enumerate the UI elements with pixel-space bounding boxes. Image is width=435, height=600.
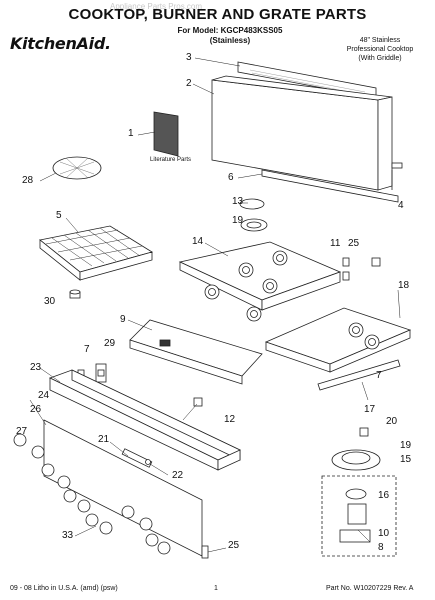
part-knobs (13, 433, 171, 555)
callout-28: 28 (22, 175, 34, 186)
callout-21: 21 (98, 434, 110, 445)
part-burner-cap (239, 198, 265, 210)
callout-19a: 19 (232, 215, 244, 226)
callout-8: 8 (378, 542, 384, 553)
callout-12: 12 (224, 414, 236, 425)
literature-label: Literature Parts (150, 157, 192, 163)
brand-logo: KitchenAid. (10, 34, 111, 53)
product-description: 48" Stainless Professional Cooktop (With… (330, 36, 430, 63)
part-burner-box (178, 241, 342, 322)
model-subline: (Stainless) (209, 36, 251, 45)
footer-litho: 09 - 08 Litho in U.S.A. (amd) (psw) (10, 585, 118, 592)
callout-6: 6 (228, 172, 234, 183)
callout-26: 26 (30, 404, 42, 415)
callout-27: 27 (16, 426, 28, 437)
callout-25a: 25 (348, 238, 360, 249)
callout-4: 4 (398, 200, 404, 211)
desc-line-2: Professional Cooktop (346, 46, 414, 53)
model-line: For Model: KGCP483KSS05 (177, 26, 283, 35)
part-screw-11 (342, 257, 350, 281)
callout-18: 18 (398, 280, 410, 291)
callout-3: 3 (186, 52, 192, 63)
part-bracket-29 (95, 363, 107, 383)
footer-part-number: Part No. W10207229 Rev. A (326, 585, 414, 592)
callout-9: 9 (120, 314, 126, 325)
part-screw-20 (359, 427, 369, 437)
callout-15: 15 (400, 454, 412, 465)
model-info: For Model: KGCP483KSS05 (Stainless) (150, 26, 310, 46)
footer-page-number: 1 (214, 585, 218, 592)
part-griddle-box (264, 307, 412, 373)
page-title: COOKTOP, BURNER AND GRATE PARTS (68, 6, 367, 23)
part-screw-4 (391, 162, 403, 190)
desc-line-3: (With Griddle) (358, 55, 402, 62)
callout-13: 13 (232, 196, 244, 207)
part-grate (39, 225, 153, 281)
callout-1: 1 (128, 128, 134, 139)
callout-24: 24 (38, 390, 50, 401)
callout-25b: 25 (228, 540, 240, 551)
callout-33: 33 (62, 530, 74, 541)
part-screw-25-bottom (201, 545, 209, 559)
callout-14: 14 (192, 236, 204, 247)
callout-22: 22 (172, 470, 184, 481)
desc-line-1: 48" Stainless (359, 37, 401, 44)
part-screw-25-top (371, 257, 381, 267)
callout-7a: 7 (84, 344, 90, 355)
callout-2: 2 (186, 78, 192, 89)
callout-5: 5 (56, 210, 62, 221)
part-rod-17 (317, 359, 401, 391)
callout-11: 11 (330, 238, 341, 249)
part-grate-foot (69, 289, 81, 299)
part-clip-12 (193, 397, 203, 407)
callout-20: 20 (386, 416, 398, 427)
callout-7b: 7 (376, 370, 382, 381)
part-literature (153, 111, 179, 157)
callout-19b: 19 (400, 440, 412, 451)
part-manifold-panel (129, 319, 263, 385)
callout-29: 29 (104, 338, 116, 349)
callout-10: 10 (378, 528, 390, 539)
watermark: Appliance Parts Pros.com (110, 2, 203, 11)
callout-23: 23 (30, 362, 42, 373)
callout-17: 17 (364, 404, 376, 415)
part-burner-assembly (321, 449, 397, 557)
callout-30: 30 (44, 296, 56, 307)
callout-16: 16 (378, 490, 390, 501)
part-control-panel (48, 369, 241, 471)
